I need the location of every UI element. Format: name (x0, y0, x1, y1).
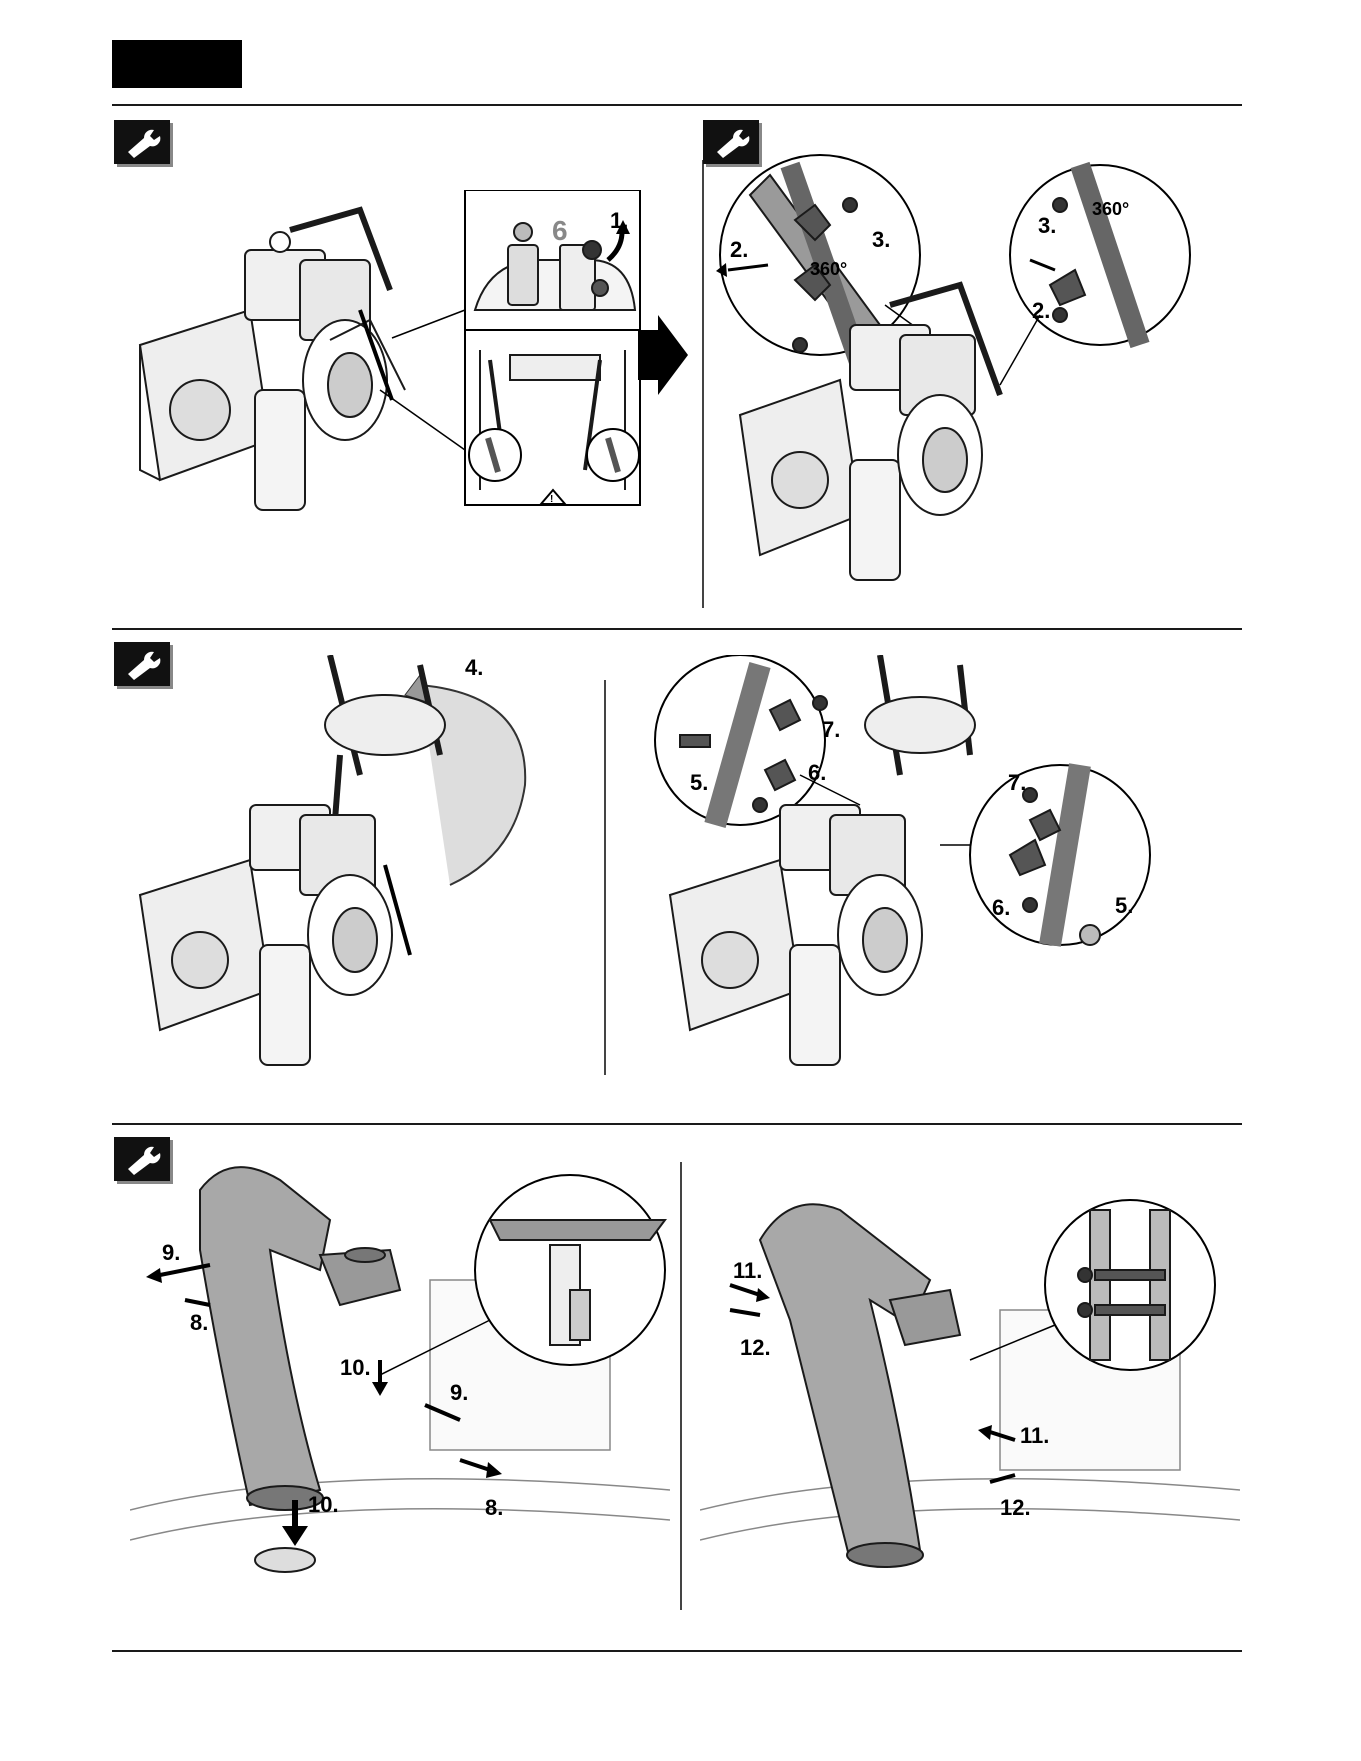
step-label: 5. (690, 770, 708, 795)
step-label: 8. (485, 1495, 503, 1520)
step-label: 3. (872, 227, 890, 252)
snowblower-illustration (140, 210, 405, 510)
angle-label: 360° (1092, 199, 1129, 219)
step-label: 11. (1020, 1423, 1049, 1448)
wrench-icon (114, 120, 170, 164)
panel-control-lever: 6 1. ! (130, 190, 690, 590)
step-label: 12. (740, 1335, 771, 1360)
step-label: 11. (733, 1258, 762, 1283)
panel-chute-remove: 9. 8. 10. 9. 10. 8. (130, 1160, 670, 1620)
divider-row1 (112, 628, 1242, 630)
chute-illustration (760, 1204, 960, 1567)
step-label: 9. (162, 1240, 180, 1265)
header-black-box (112, 40, 242, 88)
step-label: 2. (730, 237, 748, 262)
divider-vertical-2 (604, 680, 606, 1075)
step-label: 12. (1000, 1495, 1031, 1520)
step-label: 2. (1032, 298, 1050, 323)
step-label: 8. (190, 1310, 208, 1335)
snowblower-illustration (140, 655, 445, 1065)
step-label: 1. (610, 208, 628, 233)
step-label: 3. (1038, 213, 1056, 238)
lever-mark: 6 (552, 215, 568, 246)
step-label: 5. (1115, 893, 1133, 918)
panel-chute-install: 11. 12. 11. 12. (700, 1160, 1240, 1620)
panel-handle-fold: 4. (130, 655, 560, 1095)
step-label: 9. (450, 1380, 468, 1405)
divider-bottom (112, 1650, 1242, 1652)
divider-row2 (112, 1123, 1242, 1125)
step-label: 10. (340, 1355, 371, 1380)
step-label: 7. (822, 717, 840, 742)
angle-label: 360° (810, 259, 847, 279)
panel-knob-loosen: 2. 3. 360° 3. 2. 360° (700, 145, 1220, 615)
panel-knob-tighten: 7. 6. 5. 7. 6. 5. (650, 655, 1190, 1095)
step-label: 6. (992, 895, 1010, 920)
divider-vertical-3 (680, 1162, 682, 1610)
divider-top (112, 104, 1242, 106)
step-label: 6. (808, 760, 826, 785)
step-label: 7. (1008, 770, 1026, 795)
step-label: 10. (308, 1492, 339, 1517)
svg-text:!: ! (550, 494, 553, 505)
step-label: 4. (465, 655, 483, 680)
